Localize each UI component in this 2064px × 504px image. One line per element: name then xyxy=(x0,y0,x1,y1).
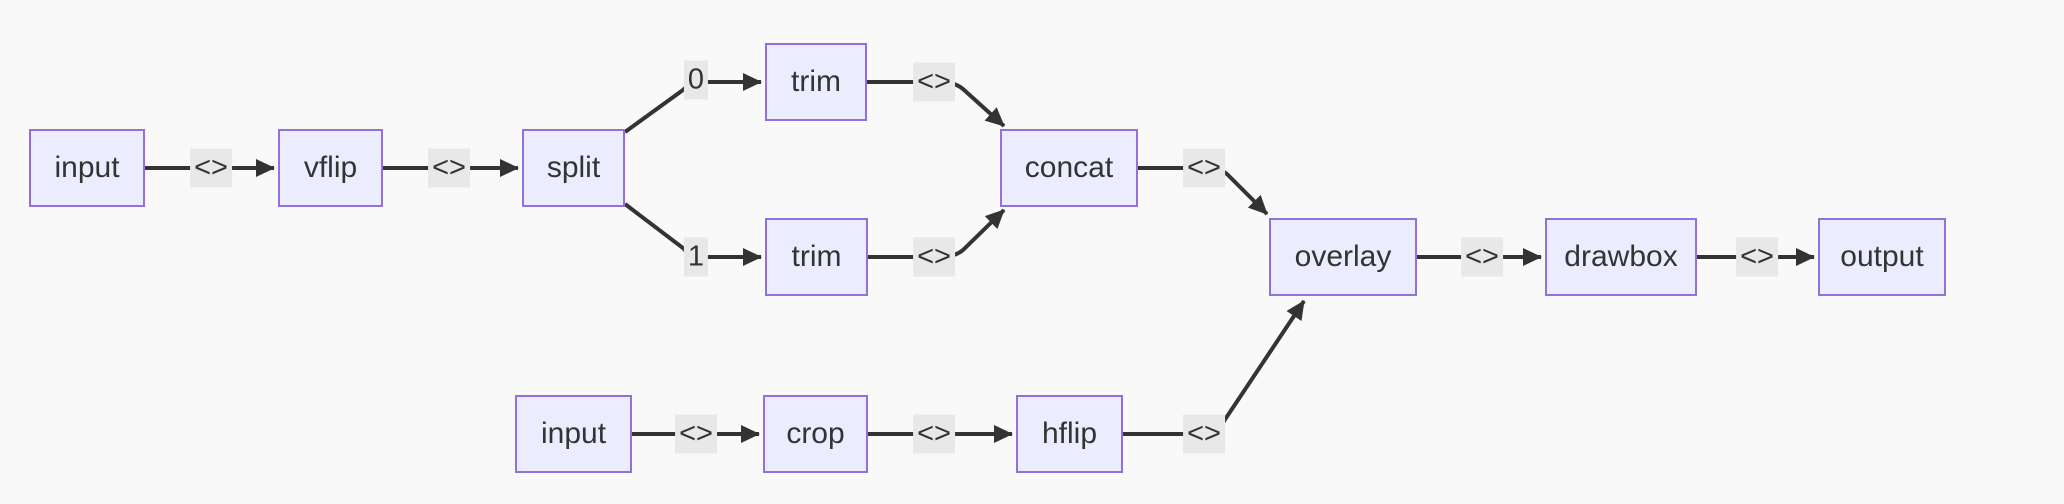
edge-label-hflip-to-overlay: <> xyxy=(1183,414,1225,454)
node-concat: concat xyxy=(1000,129,1138,207)
edge-label-vflip-to-split: <> xyxy=(428,148,470,188)
node-split: split xyxy=(522,129,625,207)
node-crop: crop xyxy=(763,395,868,473)
node-label: drawbox xyxy=(1564,240,1678,273)
node-trim-1: trim xyxy=(765,218,868,296)
node-hflip: hflip xyxy=(1016,395,1123,473)
edge-label-concat-to-overlay: <> xyxy=(1183,148,1225,188)
node-drawbox: drawbox xyxy=(1545,218,1697,296)
edge-label-drawbox-to-output: <> xyxy=(1736,237,1778,277)
edge-label-split-to-trim-0: 0 xyxy=(683,60,709,100)
node-label: hflip xyxy=(1041,417,1098,450)
node-input-top: input xyxy=(29,129,145,207)
node-label: split xyxy=(546,151,601,184)
node-label: input xyxy=(54,151,120,184)
node-label: vflip xyxy=(303,151,358,184)
node-trim-0: trim xyxy=(765,43,867,121)
node-label: trim xyxy=(791,240,842,273)
edge-label-split-to-trim-1: 1 xyxy=(683,237,709,277)
node-input-bottom: input xyxy=(515,395,632,473)
node-label: input xyxy=(540,417,607,450)
edge-label-input-top-to-vflip: <> xyxy=(190,148,232,188)
edge-label-overlay-to-drawbox: <> xyxy=(1461,237,1503,277)
node-label: concat xyxy=(1024,151,1114,184)
edge-label-trim-1-to-concat: <> xyxy=(913,237,955,277)
node-label: output xyxy=(1840,240,1924,273)
node-label: overlay xyxy=(1294,240,1392,273)
edge-label-crop-to-hflip: <> xyxy=(913,414,955,454)
node-label: crop xyxy=(786,417,845,450)
node-output: output xyxy=(1818,218,1946,296)
node-label: trim xyxy=(791,65,841,98)
node-overlay: overlay xyxy=(1269,218,1417,296)
edge-label-input-bottom-to-crop: <> xyxy=(675,414,717,454)
node-vflip: vflip xyxy=(278,129,383,207)
edge-label-trim-0-to-concat: <> xyxy=(913,62,955,102)
